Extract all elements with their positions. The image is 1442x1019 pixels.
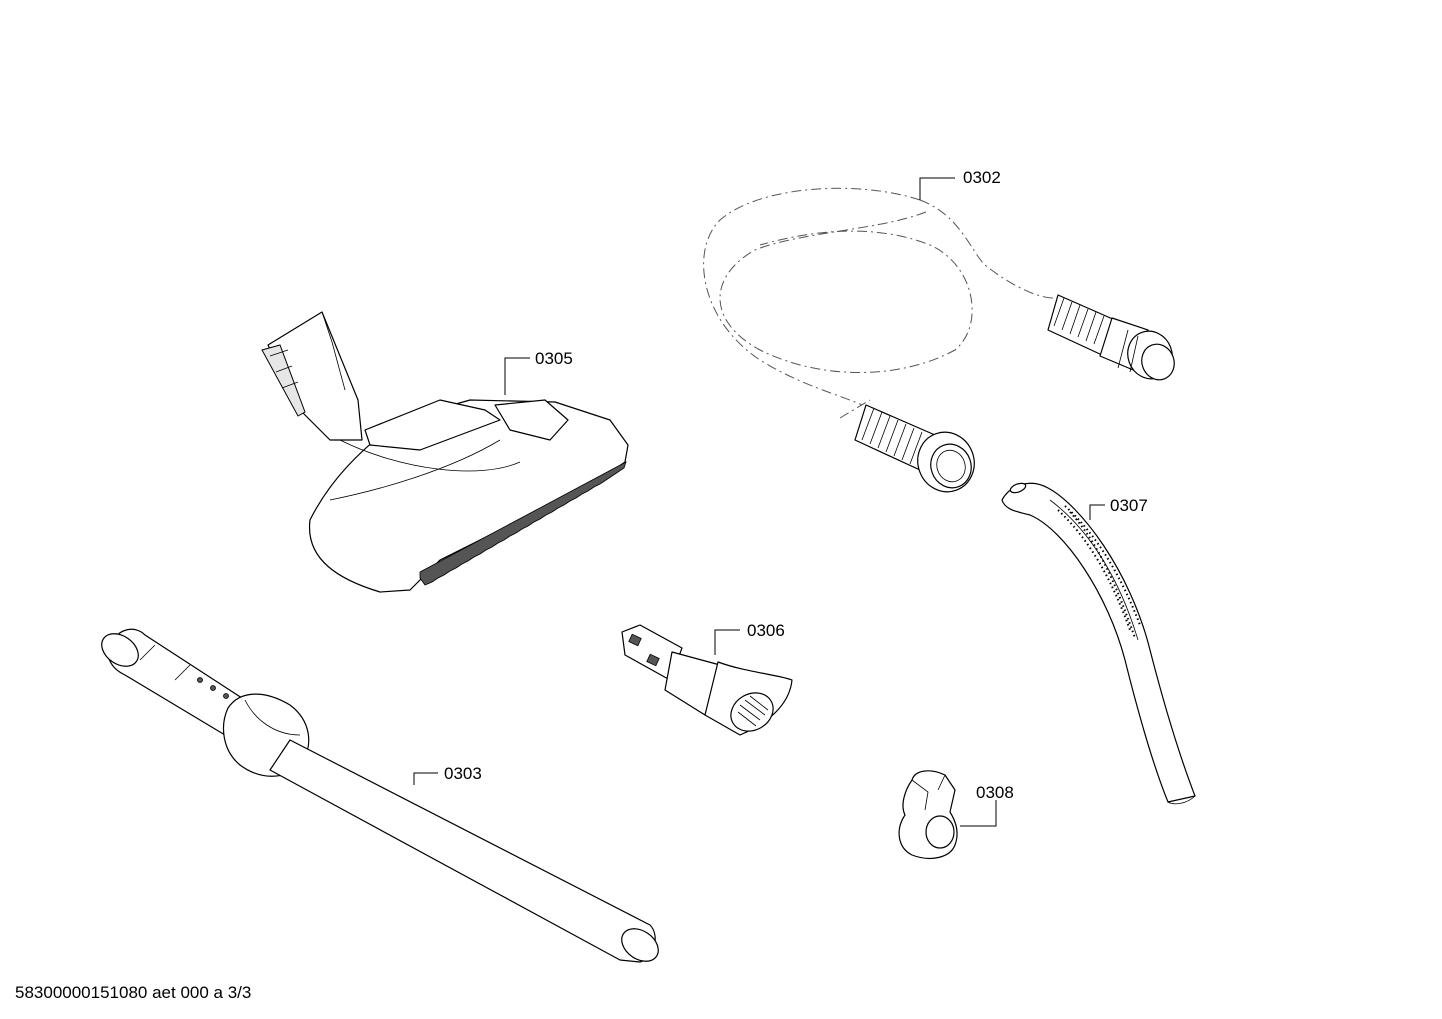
handle-part-number: 0307 xyxy=(1110,496,1148,515)
tube-part-number: 0303 xyxy=(444,764,482,783)
floor-nozzle-part[interactable]: 0305 xyxy=(261,311,629,593)
hose-part-number: 0302 xyxy=(963,168,1001,187)
handle-grip-texture xyxy=(1057,505,1141,639)
clip-part-number: 0308 xyxy=(976,783,1014,802)
crevice-nozzle-part[interactable]: 0306 xyxy=(621,621,793,739)
drawing-code: 58300000151080 aet 000 a 3/3 xyxy=(15,983,251,1002)
handle-part[interactable]: 0307 xyxy=(1001,482,1196,805)
tube-part[interactable]: 0303 xyxy=(96,627,665,968)
hose-upper-end xyxy=(1047,294,1175,381)
crevice-nozzle-part-number: 0306 xyxy=(747,621,785,640)
hose-lower-end xyxy=(839,399,975,493)
hose-part[interactable]: 0302 xyxy=(703,168,1180,500)
floor-nozzle-part-number: 0305 xyxy=(535,349,573,368)
clip-part[interactable]: 0308 xyxy=(898,770,1014,859)
